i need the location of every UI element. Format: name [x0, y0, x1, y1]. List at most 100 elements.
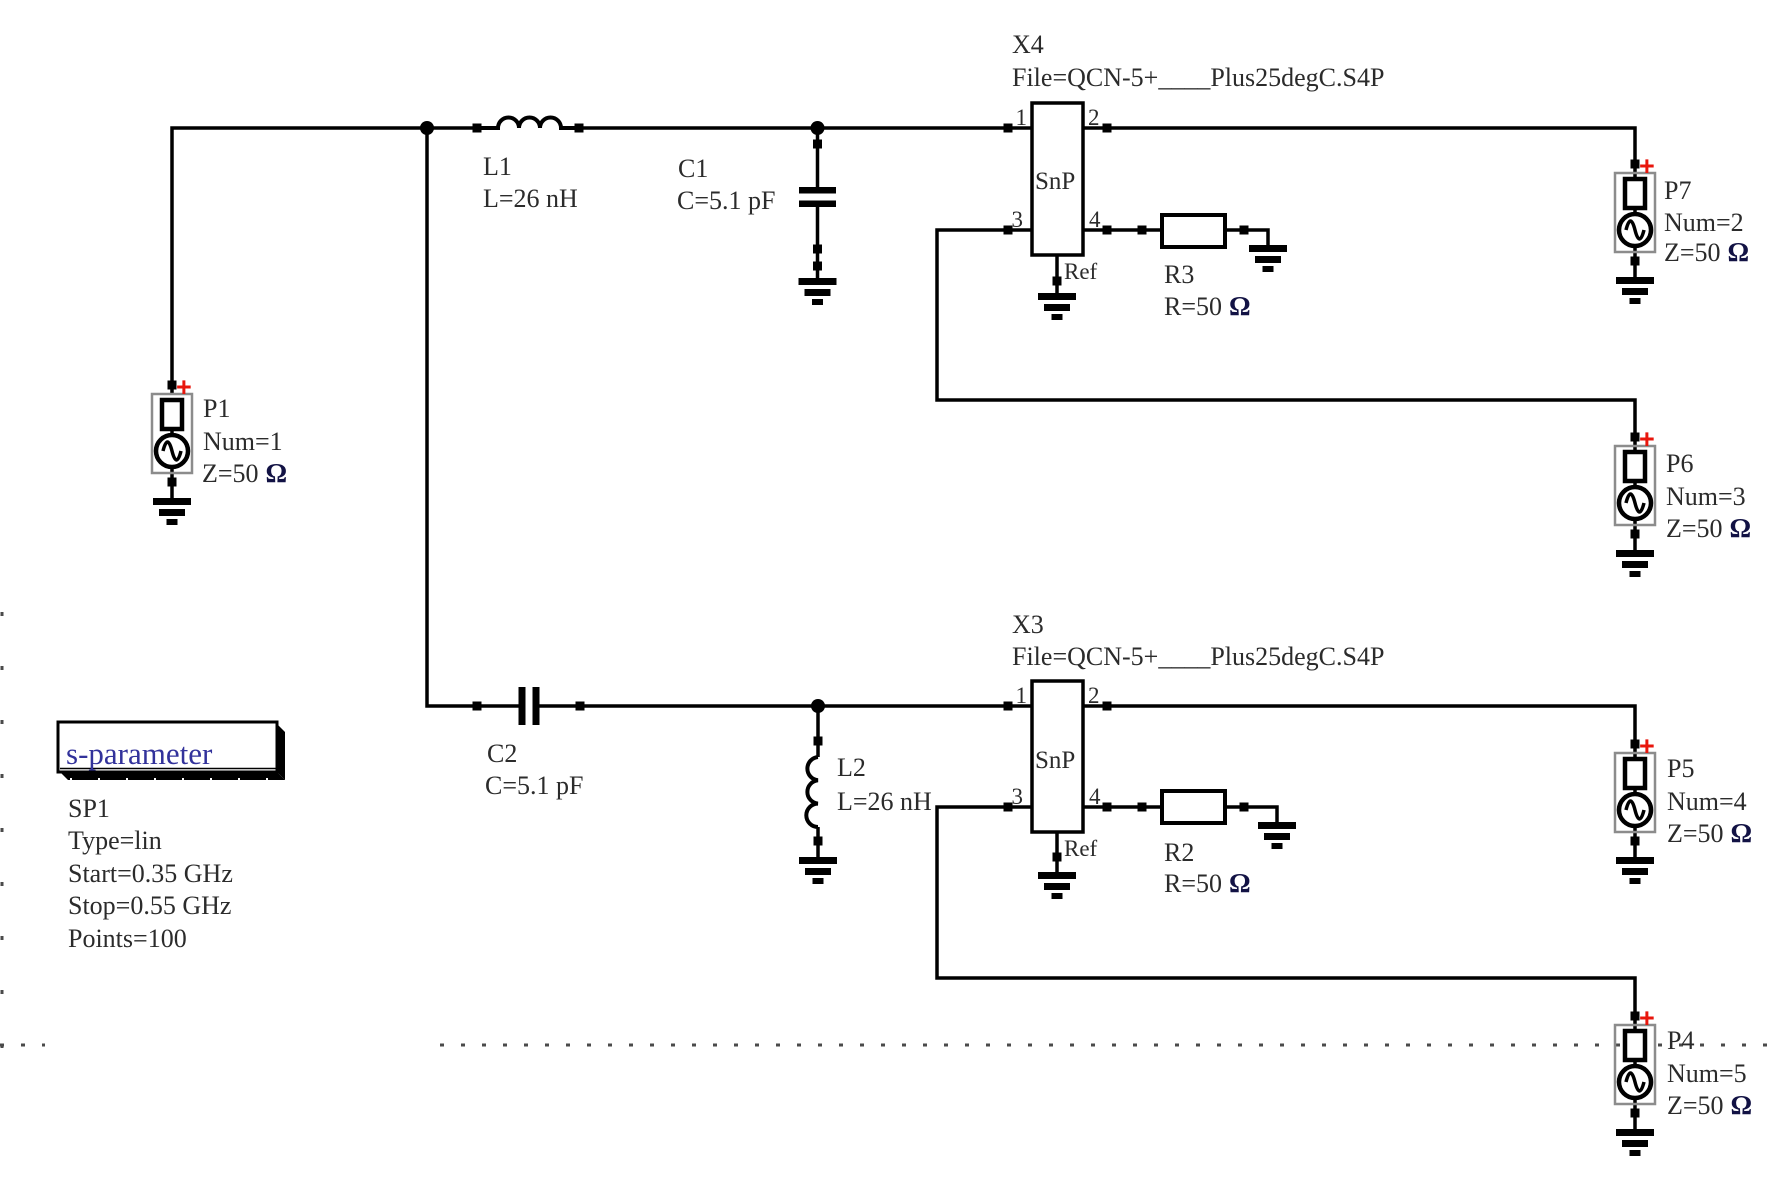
- resistor-body[interactable]: [1160, 213, 1227, 249]
- terminal-pin: [1102, 701, 1112, 711]
- x4-pin2-label: 2: [1088, 105, 1100, 130]
- terminal-pin: [574, 123, 584, 133]
- capacitor-c1[interactable]: C1 C=5.1 pF: [677, 154, 836, 215]
- terminal-pin: [1630, 1108, 1640, 1118]
- p5-num: Num=4: [1667, 787, 1747, 816]
- capacitor-plate: [518, 687, 526, 725]
- polarity-plus: +: [176, 372, 192, 402]
- ground-icon[interactable]: [798, 278, 837, 305]
- c2-label: C2: [487, 739, 517, 768]
- x4-pin3-label: 3: [1012, 207, 1024, 232]
- ground-icon[interactable]: [1616, 857, 1654, 884]
- sparameter-sim-box[interactable]: s-parameter SP1 Type=lin Start=0.35 GHz …: [56, 720, 285, 953]
- page-edge-marks: [0, 612, 1781, 1062]
- junction-dot: [420, 121, 434, 135]
- snp-x3[interactable]: X3 File=QCN-5+____Plus25degC.S4P SnP 1 2…: [1012, 610, 1385, 861]
- capacitor-c2[interactable]: C2 C=5.1 pF: [485, 687, 583, 800]
- terminal-pin: [1239, 802, 1249, 812]
- inductor-l2[interactable]: L2 L=26 nH: [804, 753, 932, 829]
- wire-x4p2-to-p7[interactable]: [1083, 126, 1637, 179]
- sim-type: Type=lin: [68, 826, 162, 855]
- sim-box-shadow: [277, 724, 285, 780]
- port-frame: [1613, 444, 1657, 527]
- sim-name: SP1: [68, 794, 110, 823]
- x3-pin4-label: 4: [1089, 784, 1101, 809]
- terminal-pin: [1630, 739, 1640, 749]
- sim-box-body[interactable]: [56, 720, 279, 774]
- ground-icon[interactable]: [799, 857, 837, 884]
- port-frame: [1613, 171, 1657, 254]
- ground-icon[interactable]: [1616, 1129, 1654, 1156]
- wire-p1-to-l1[interactable]: [170, 126, 475, 394]
- x3-label: X3: [1012, 610, 1044, 639]
- p1-label: P1: [203, 394, 230, 423]
- terminal-pin: [813, 244, 822, 254]
- polarity-plus: +: [1639, 424, 1655, 454]
- capacitor-plate: [799, 187, 836, 194]
- r2-label: R2: [1164, 838, 1194, 867]
- ground-icon[interactable]: [1249, 245, 1287, 272]
- resistor-body[interactable]: [1160, 789, 1227, 825]
- terminal-pin: [813, 261, 822, 271]
- p7-num: Num=2: [1664, 208, 1744, 237]
- polarity-plus: +: [1639, 731, 1655, 761]
- wire-x3p3-to-p4[interactable]: [935, 805, 1637, 1031]
- snp-body[interactable]: [1030, 679, 1085, 834]
- terminal-pin: [1630, 529, 1640, 539]
- terminal-pin: [1003, 802, 1013, 812]
- inductor-coil[interactable]: [804, 755, 819, 829]
- terminal-pin: [575, 701, 585, 711]
- l1-label: L1: [483, 152, 512, 181]
- terminal-pin: [472, 123, 482, 133]
- x3-pin1-label: 1: [1016, 683, 1028, 708]
- inductor-coil[interactable]: [475, 115, 578, 130]
- sine-icon: [1624, 1071, 1646, 1093]
- ground-icon[interactable]: [1616, 550, 1654, 577]
- terminal-pins: [167, 123, 1640, 1118]
- snp-type: SnP: [1035, 168, 1075, 195]
- ground-icon[interactable]: [1258, 822, 1296, 849]
- capacitor-plate: [799, 200, 836, 207]
- ground-icon[interactable]: [1038, 293, 1076, 320]
- ground-symbols: [153, 245, 1654, 1156]
- ground-icon[interactable]: [153, 498, 191, 525]
- terminal-pin: [472, 701, 482, 711]
- terminal-pin: [1630, 432, 1640, 442]
- terminal-pin: [1102, 123, 1112, 133]
- wire-x3p2-to-p5[interactable]: [1083, 704, 1637, 759]
- c1-label: C1: [678, 154, 708, 183]
- wire-x4p3-to-p6[interactable]: [935, 228, 1637, 452]
- sim-box-shadow: [60, 772, 285, 780]
- r3-label: R3: [1164, 260, 1194, 289]
- ground-icon[interactable]: [1038, 872, 1076, 899]
- x4-label: X4: [1012, 30, 1044, 59]
- terminal-pin: [1239, 225, 1249, 235]
- wire-r2-to-gnd[interactable]: [1225, 805, 1279, 822]
- port-frame: [150, 392, 194, 475]
- wire-r3-to-gnd[interactable]: [1225, 228, 1270, 245]
- inductor-l1[interactable]: L1 L=26 nH: [475, 115, 578, 214]
- port-impedance-icon: [159, 397, 185, 432]
- terminal-pin: [1630, 256, 1640, 266]
- wire-branch-to-c2[interactable]: [425, 128, 519, 708]
- wires: [170, 126, 1637, 1129]
- x3-file: File=QCN-5+____Plus25degC.S4P: [1012, 642, 1384, 671]
- x4-file: File=QCN-5+____Plus25degC.S4P: [1012, 63, 1384, 92]
- terminal-pin: [813, 836, 823, 846]
- c2-value: C=5.1 pF: [485, 771, 583, 800]
- snp-body[interactable]: [1030, 101, 1085, 257]
- sim-points: Points=100: [68, 924, 187, 953]
- snp-x4[interactable]: X4 File=QCN-5+____Plus25degC.S4P SnP 1 2…: [1012, 30, 1385, 284]
- p6-num: Num=3: [1666, 482, 1746, 511]
- ground-icon[interactable]: [1616, 277, 1654, 304]
